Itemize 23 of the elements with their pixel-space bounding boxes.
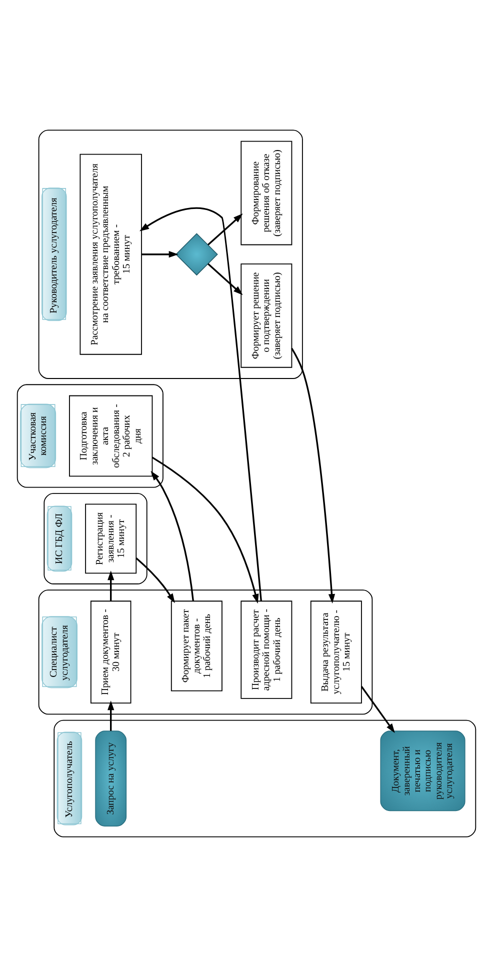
node-box: Подготовка заключения и акта обследования - 2 рабочих дня [69,394,153,476]
arrow [360,685,395,733]
arrow [136,557,175,603]
arrow [108,700,114,730]
arrow [291,347,336,604]
arrow [142,250,178,258]
arrow [208,213,243,245]
arrow [108,570,114,600]
node-box: Документ, заверенный печатью и подписью руководителя услугодателя [380,730,466,811]
arrow [150,470,194,601]
node-box: Производит расчет адресной помощи - 1 рабочий день [240,600,292,698]
node-box: Выдача результата услугополучателю - 15 минут [310,600,362,704]
node-box: Запрос на услугу [95,730,127,826]
node-diamond [175,232,218,276]
arrow [140,206,262,601]
arrow [208,262,243,295]
node-box: Рассмотрение заявления услугополучателя на соответствие предъявленным требованием - 15 минут [80,153,142,354]
node-box: Формирование решения об отказе (заверяет подписью) [240,140,292,245]
node-box: Регистрация заявления - 15 минут [85,503,137,574]
node-box: Прием документов - 30 минут [90,600,132,704]
node-box: Формирует пакет документов - 1 рабочий день [170,600,222,691]
node-box: Формирует решение о подтверждении (заверяет подписью) [240,262,292,368]
arrow [152,456,259,604]
